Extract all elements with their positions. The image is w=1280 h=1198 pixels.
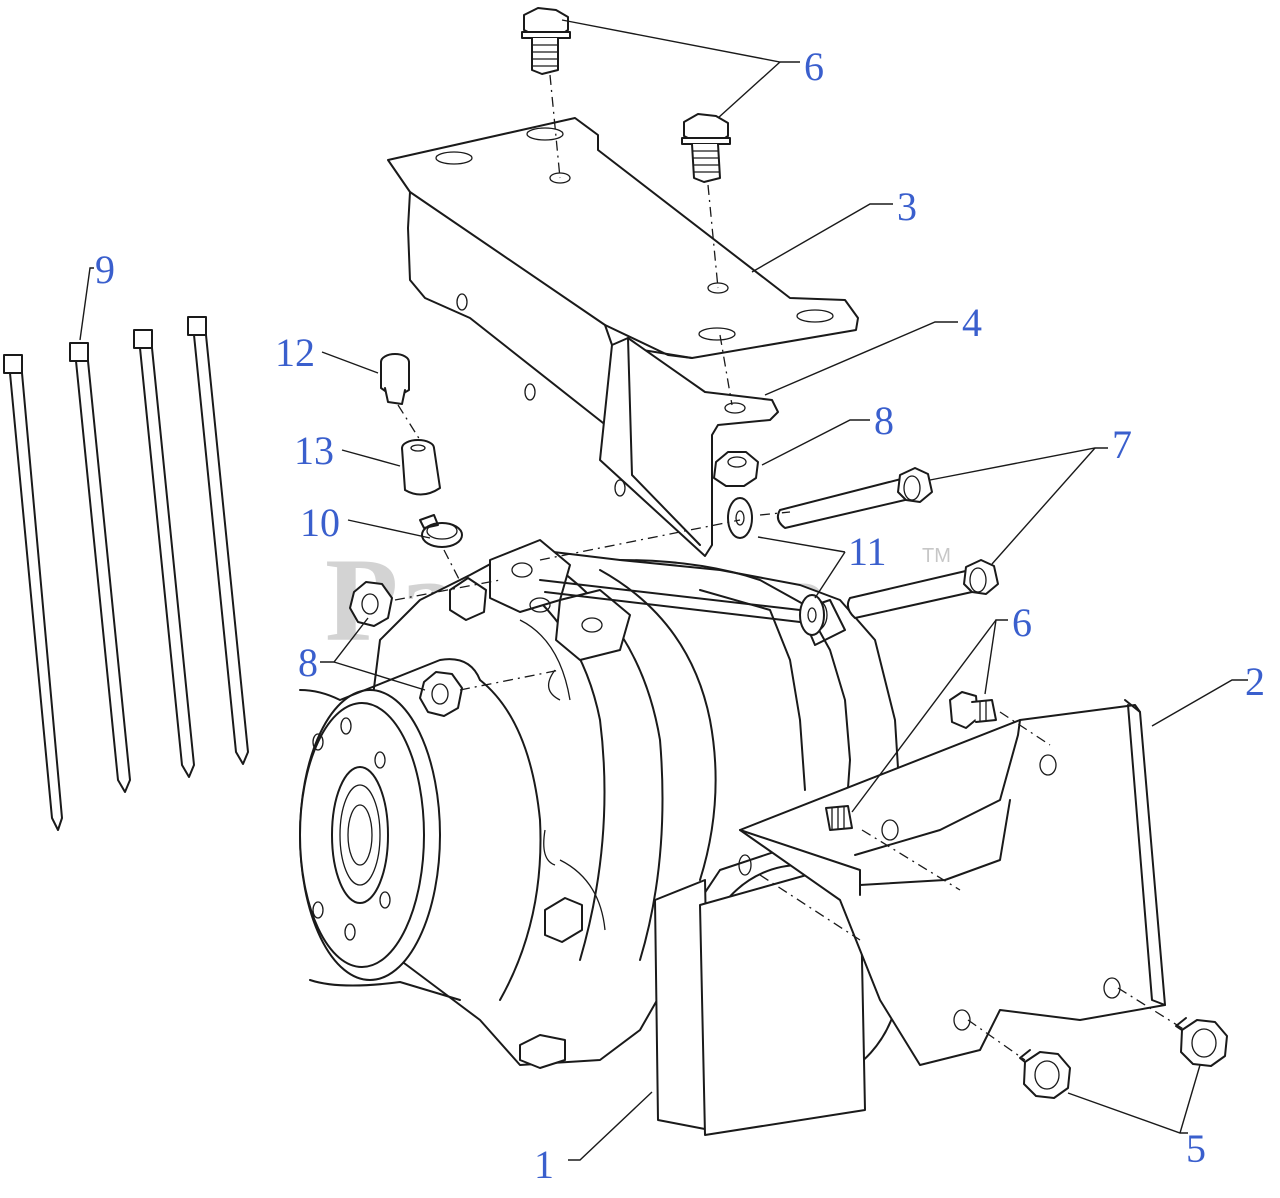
callout-8-top: 8 xyxy=(874,398,894,443)
spacer-part-13[interactable] xyxy=(401,439,441,496)
callout-9: 9 xyxy=(95,247,115,292)
hose-clamp-part-10[interactable] xyxy=(419,514,463,548)
cable-tie xyxy=(3,354,63,831)
stud-part-6[interactable] xyxy=(949,691,997,729)
stud-part-6[interactable] xyxy=(825,805,853,831)
centerline xyxy=(707,184,719,289)
callout-4: 4 xyxy=(962,300,982,345)
callout-5: 5 xyxy=(1186,1126,1206,1171)
shoulder-bolt-part-7[interactable] xyxy=(776,467,933,529)
callout-11: 11 xyxy=(848,529,887,574)
washer-part-11[interactable] xyxy=(799,594,825,636)
flange-bolt-part-5[interactable] xyxy=(1175,1017,1228,1067)
callouts: 6 3 4 8 7 11 6 2 9 12 13 10 8 1 5 xyxy=(95,44,1265,1187)
cable-tie xyxy=(187,316,249,765)
flange-bolt-part-5[interactable] xyxy=(1019,1049,1071,1099)
flange-nut-part-8[interactable] xyxy=(419,671,463,717)
centerline xyxy=(719,334,733,406)
callout-13: 13 xyxy=(294,428,334,473)
centerline xyxy=(549,74,561,179)
mount-plate xyxy=(654,859,866,1136)
bolt-part-6[interactable] xyxy=(521,7,571,75)
centerlines xyxy=(394,511,1186,1061)
callout-12: 12 xyxy=(275,330,315,375)
cable-ties-part-9[interactable] xyxy=(3,316,249,831)
cable-tie xyxy=(133,329,195,778)
centerline xyxy=(443,549,463,586)
flange-nut-part-8[interactable] xyxy=(349,581,393,627)
leader-lines xyxy=(79,19,1248,1161)
callout-6-top: 6 xyxy=(804,44,824,89)
cable-tie xyxy=(69,342,131,793)
bolt-part-6[interactable] xyxy=(681,113,731,183)
callout-1: 1 xyxy=(534,1142,554,1187)
fitting-part-12[interactable] xyxy=(380,353,410,405)
washer-part-11[interactable] xyxy=(727,497,753,539)
watermark-trademark: TM xyxy=(922,545,951,567)
callout-8-left: 8 xyxy=(298,640,318,685)
centerline xyxy=(397,404,421,441)
mounting-bracket-part-3[interactable] xyxy=(387,117,859,497)
callout-2: 2 xyxy=(1245,659,1265,704)
callout-6-mid: 6 xyxy=(1012,600,1032,645)
side-bracket-part-2[interactable] xyxy=(739,699,1166,1066)
callout-10: 10 xyxy=(300,500,340,545)
angle-bracket-part-4[interactable] xyxy=(599,337,779,557)
callout-3: 3 xyxy=(897,184,917,229)
callout-7: 7 xyxy=(1112,422,1132,467)
flange-nut-part-8[interactable] xyxy=(713,451,759,487)
shoulder-bolt-part-7[interactable] xyxy=(846,559,999,619)
